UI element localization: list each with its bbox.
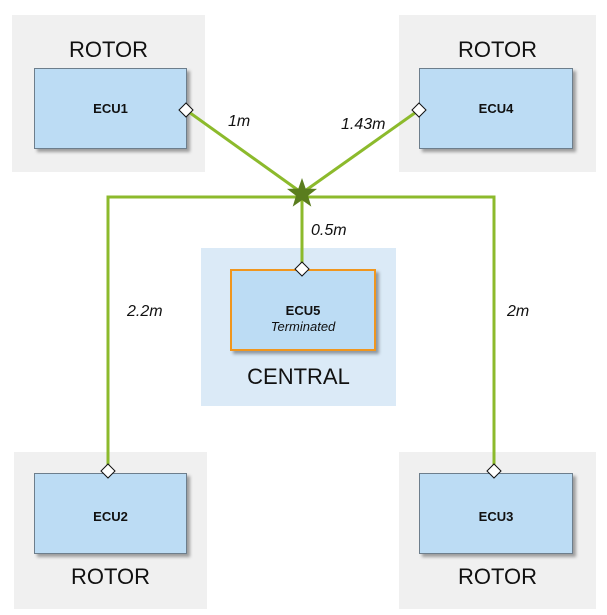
wire-ecu4 (301, 108, 420, 195)
ecu-box-ecu5[interactable]: ECU5 Terminated (230, 269, 376, 351)
ecu-box-ecu4[interactable]: ECU4 (419, 68, 573, 149)
wire-length-ecu5: 0.5m (311, 222, 347, 239)
ecu-name: ECU5 (285, 303, 321, 318)
wire-length-ecu4: 1.43m (341, 116, 386, 133)
splice-star-icon (287, 178, 317, 207)
wire-ecu1 (185, 108, 303, 195)
zone-label: ROTOR (457, 37, 538, 62)
ecu-name: ECU4 (478, 101, 514, 116)
ecu-name: ECU3 (478, 509, 514, 524)
ecu-name: ECU1 (93, 101, 128, 116)
wire-ecu3 (302, 195, 496, 471)
zone-label: ROTOR (68, 37, 149, 62)
ecu-name: ECU2 (93, 509, 128, 524)
zone-label: ROTOR (70, 564, 151, 589)
port-ecu5-icon (294, 261, 310, 277)
wire-ecu2 (106, 193, 304, 471)
ecu-box-ecu2[interactable]: ECU2 (34, 473, 187, 554)
wire-length-ecu3: 2m (507, 303, 530, 320)
zone-label: CENTRAL (247, 364, 350, 389)
port-ecu4-icon (411, 102, 427, 118)
port-ecu2-icon (100, 463, 116, 479)
port-ecu1-icon (178, 102, 194, 118)
ecu-box-ecu3[interactable]: ECU3 (419, 473, 573, 554)
ecu-status: Terminated (270, 319, 336, 334)
port-ecu3-icon (486, 463, 502, 479)
wire-length-ecu1: 1m (228, 113, 251, 130)
wire-length-ecu2: 2.2m (127, 303, 163, 320)
zone-label: ROTOR (457, 564, 538, 589)
